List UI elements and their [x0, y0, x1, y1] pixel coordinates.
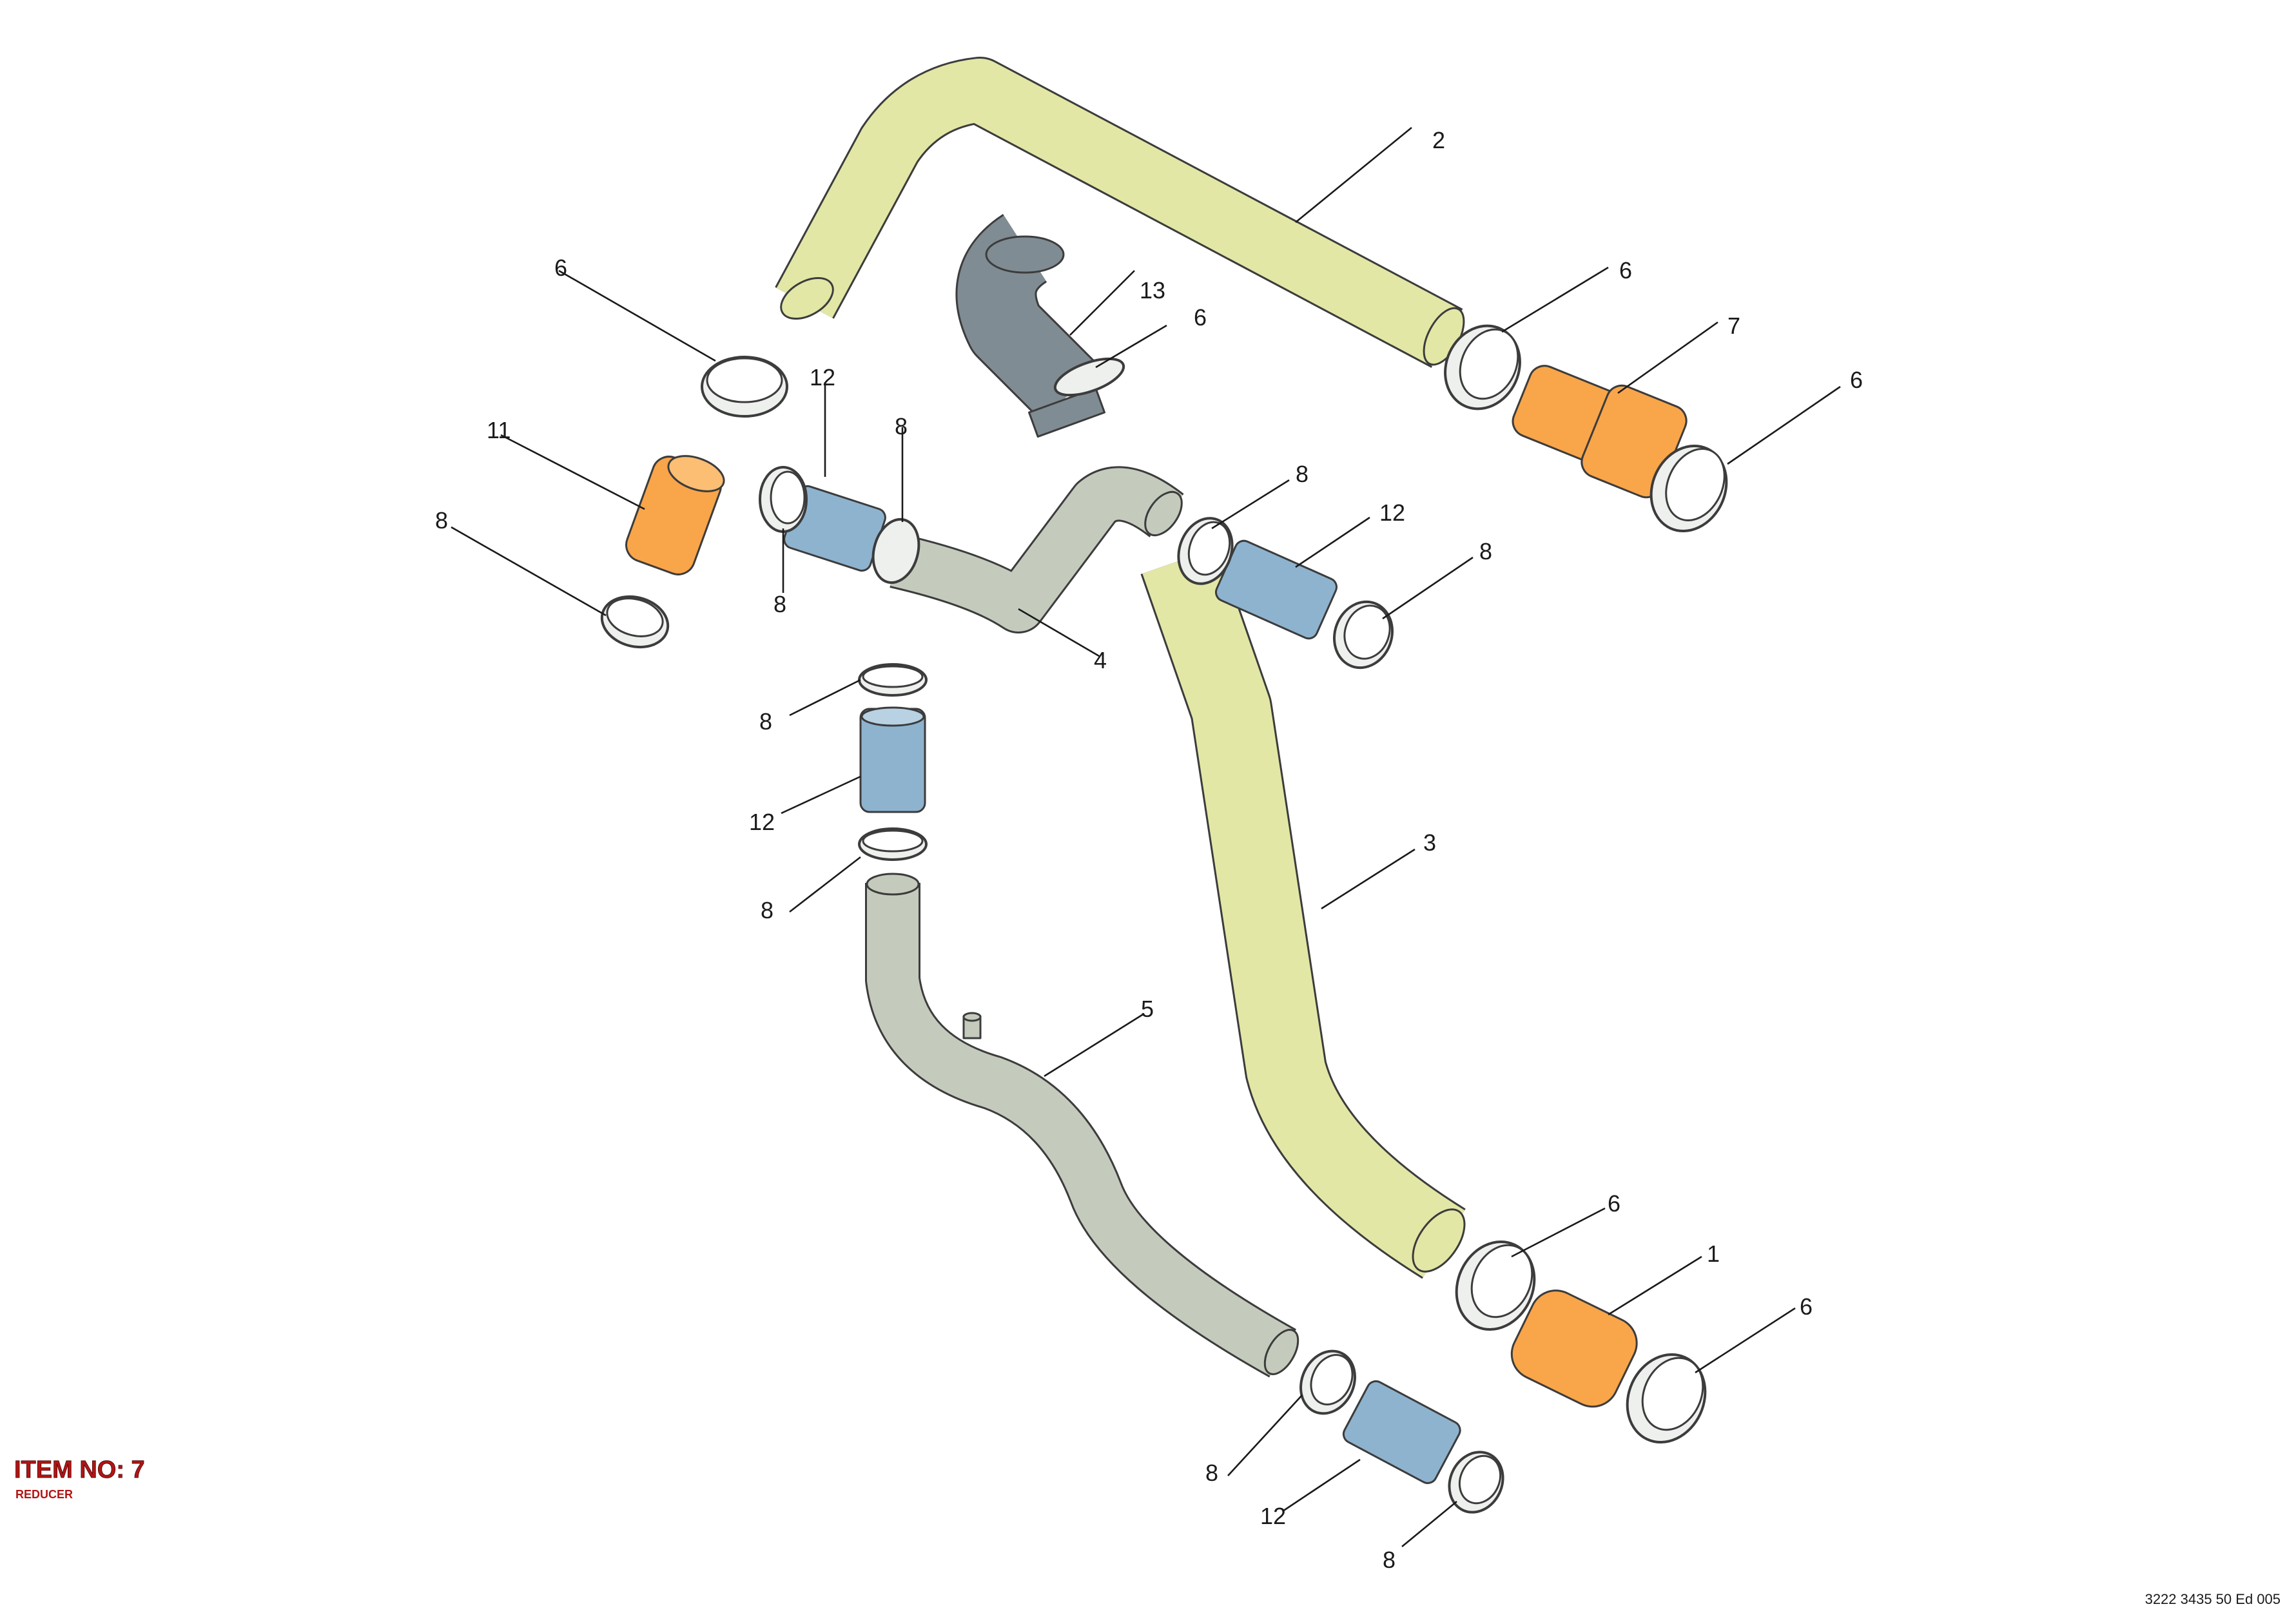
callout-6-elbow: 6	[1194, 304, 1207, 331]
reducer-part-7	[1512, 365, 1688, 499]
callout-2: 2	[1432, 127, 1445, 153]
item-description: REDUCER	[15, 1488, 73, 1501]
callout-7: 7	[1727, 313, 1740, 339]
leader-lines	[451, 126, 1841, 1548]
document-reference: 3222 3435 50 Ed 005	[2145, 1591, 2281, 1607]
clamp-8-right	[1332, 600, 1394, 670]
callout-8-lower-left: 8	[1205, 1460, 1218, 1486]
elbow-part-13	[955, 214, 1106, 438]
callout-12-right: 12	[1379, 499, 1405, 526]
callout-8-left: 8	[435, 507, 448, 534]
clamp-8-upper	[759, 466, 808, 533]
clamp-8-lower-left	[1299, 1349, 1356, 1415]
callout-1: 1	[1707, 1241, 1720, 1267]
hose-part-3	[1140, 546, 1466, 1279]
callout-8-lower-right: 8	[1383, 1547, 1396, 1573]
callout-8-middle: 8	[1296, 461, 1309, 487]
callout-6-top-right: 6	[1619, 257, 1632, 284]
sleeve-part-12-vertical	[859, 706, 926, 813]
callout-12-lower: 12	[1260, 1503, 1286, 1529]
callout-3: 3	[1423, 829, 1436, 856]
clamp-8-bottom-vertical	[858, 827, 928, 861]
item-number-title: ITEM NO: 7	[14, 1456, 145, 1483]
connector-part-1	[1510, 1289, 1638, 1408]
callout-8-vertical-top: 8	[759, 708, 772, 735]
clamp-8-left	[600, 595, 670, 649]
callout-13: 13	[1140, 277, 1165, 304]
hose-part-4	[890, 466, 1184, 633]
callout-8-upper: 8	[895, 413, 908, 439]
callout-4: 4	[1094, 647, 1107, 673]
callout-12-vertical: 12	[749, 809, 775, 835]
sleeve-part-12-lower	[1342, 1380, 1461, 1484]
callout-6-top-left: 6	[554, 255, 567, 281]
clamp-6-top-right	[1444, 324, 1521, 410]
clamp-8-lower-right	[1448, 1451, 1504, 1514]
clamp-6-right	[1649, 444, 1728, 533]
callout-6-lower-left: 6	[1608, 1190, 1620, 1217]
clamp-8-middle	[1177, 517, 1234, 585]
callout-11: 11	[487, 417, 511, 443]
clamp-6-lower-right	[1626, 1353, 1707, 1444]
clamp-6-lower-left	[1455, 1240, 1536, 1331]
clamp-6-middle	[1053, 357, 1125, 397]
clamp-8-top-vertical	[858, 663, 928, 697]
hose-part-2	[775, 57, 1465, 368]
callout-8-right: 8	[1479, 538, 1492, 565]
connector-part-11	[625, 455, 725, 575]
callout-8-under-sleeve: 8	[773, 591, 786, 617]
callout-6-right: 6	[1850, 367, 1863, 393]
clamp-6-top-left	[701, 356, 788, 418]
callout-6-lower-right: 6	[1800, 1293, 1813, 1320]
callout-5: 5	[1141, 996, 1154, 1022]
clamp-8-hose4	[871, 517, 920, 584]
hose-part-5	[865, 873, 1299, 1378]
callout-12-upper-left: 12	[810, 364, 835, 391]
callout-8-vertical-bottom: 8	[761, 897, 773, 923]
